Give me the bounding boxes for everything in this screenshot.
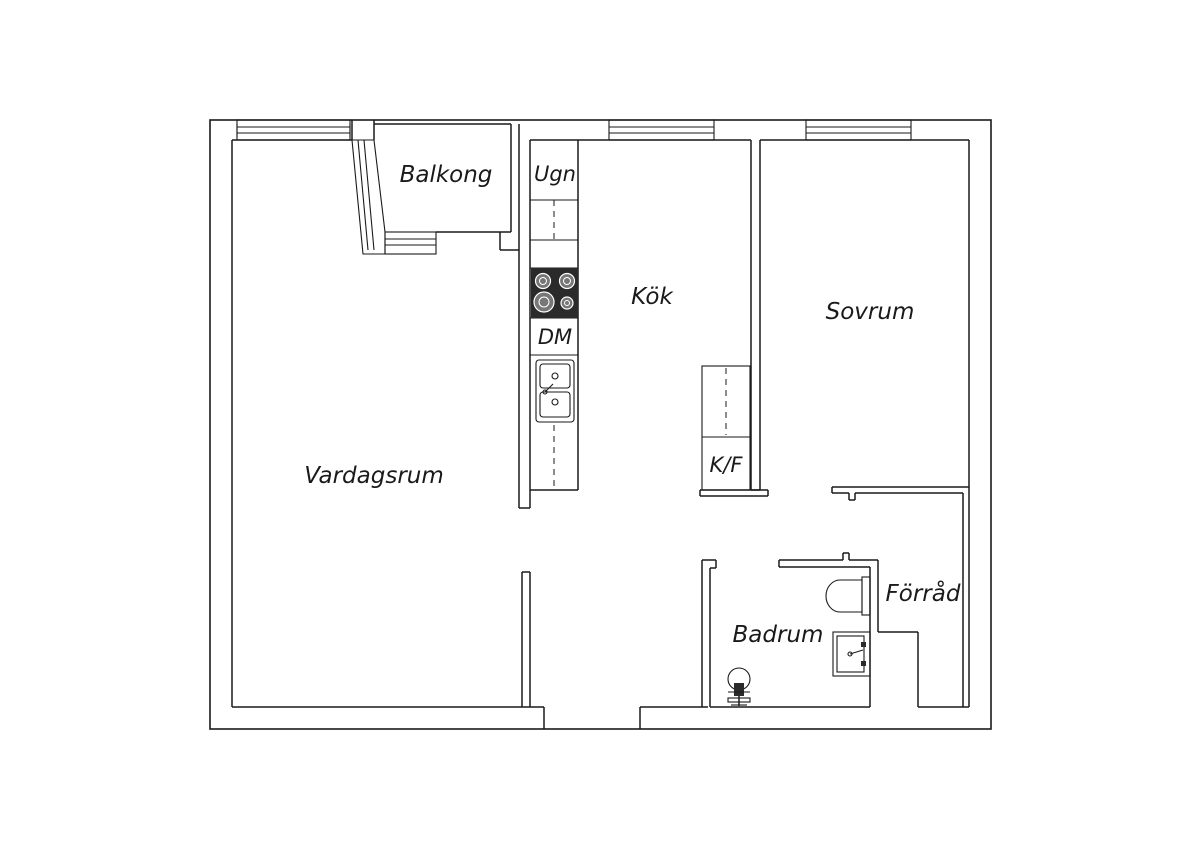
stove-icon <box>531 268 578 318</box>
bathroom-sink-icon <box>832 631 871 677</box>
room-label-bedroom: Sovrum <box>826 299 915 325</box>
room-label-storage: Förråd <box>886 579 961 607</box>
outer-wall <box>209 119 992 730</box>
windows <box>236 119 912 141</box>
room-label-bathroom: Badrum <box>733 622 824 648</box>
toilet-icon <box>825 576 871 616</box>
fridge-freezer-icon <box>701 365 751 491</box>
walls <box>231 124 970 729</box>
room-label-kitchen: Kök <box>631 284 674 310</box>
balcony <box>351 120 512 255</box>
room-label-living-room: Vardagsrum <box>304 463 444 489</box>
room-label-balcony: Balkong <box>400 162 493 188</box>
kitchen-sink-icon <box>535 359 575 423</box>
appliance-label-fridge-freezer: K/F <box>710 453 744 477</box>
appliance-label-oven: Ugn <box>534 162 576 186</box>
shower-icon <box>727 667 751 706</box>
appliance-label-dishwasher: DM <box>538 325 572 349</box>
